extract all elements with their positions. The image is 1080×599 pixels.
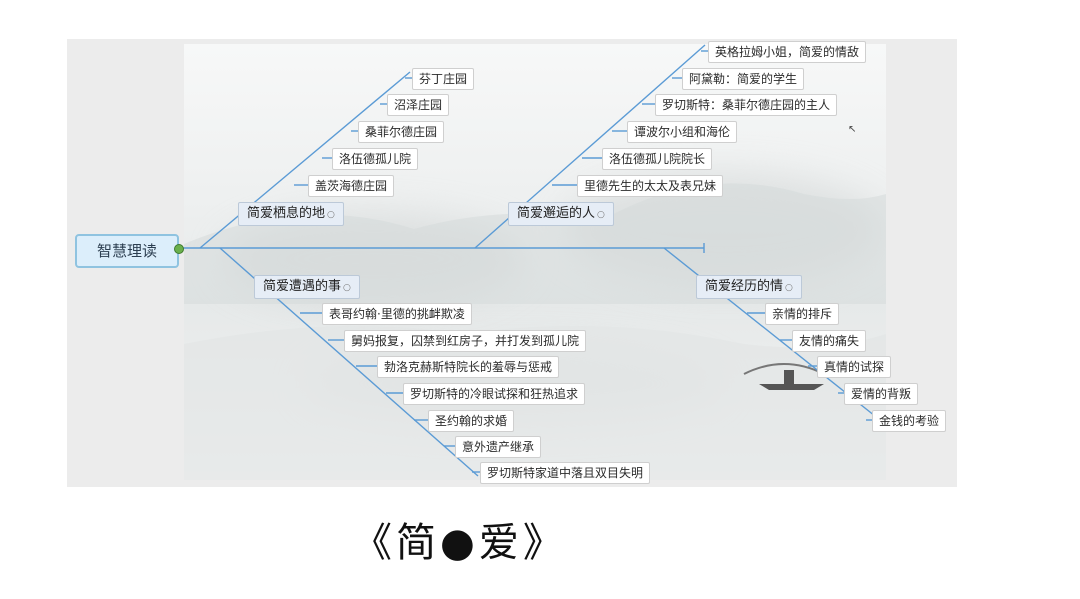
list-item[interactable]: 罗切斯特家道中落且双目失明 [480, 462, 651, 484]
list-item[interactable]: 亲情的排斥 [765, 303, 840, 325]
list-item[interactable]: 罗切斯特：桑菲尔德庄园的主人 [655, 94, 838, 116]
branch-label: 简爱栖息的地 [247, 206, 326, 221]
branch-feelings[interactable]: 简爱经历的情○ [696, 275, 802, 299]
list-item[interactable]: 里德先生的太太及表兄妹 [577, 175, 724, 197]
list-item[interactable]: 沼泽庄园 [387, 94, 450, 116]
collapse-toggle[interactable] [174, 244, 184, 254]
list-item[interactable]: 勃洛克赫斯特院长的羞辱与惩戒 [377, 356, 560, 378]
list-item[interactable]: 英格拉姆小姐，简爱的情敌 [708, 41, 867, 63]
list-item[interactable]: 盖茨海德庄园 [308, 175, 395, 197]
list-item[interactable]: 罗切斯特的冷眼试探和狂热追求 [403, 383, 586, 405]
branch-label: 简爱经历的情 [705, 279, 784, 294]
branch-people[interactable]: 简爱邂逅的人○ [508, 202, 614, 226]
list-item[interactable]: 桑菲尔德庄园 [358, 121, 445, 143]
expand-dot-icon[interactable]: ○ [343, 283, 351, 293]
list-item[interactable]: 谭波尔小组和海伦 [627, 121, 738, 143]
expand-dot-icon[interactable]: ○ [327, 210, 335, 220]
branch-events[interactable]: 简爱遭遇的事○ [254, 275, 360, 299]
mouse-cursor-icon: ↖ [848, 124, 857, 135]
list-item[interactable]: 洛伍德孤儿院 [332, 148, 419, 170]
branch-label: 简爱遭遇的事 [263, 279, 342, 294]
list-item[interactable]: 友情的痛失 [792, 330, 867, 352]
list-item[interactable]: 爱情的背叛 [844, 383, 919, 405]
branch-label: 简爱邂逅的人 [517, 206, 596, 221]
list-item[interactable]: 金钱的考验 [872, 410, 947, 432]
root-node[interactable]: 智慧理读 [75, 234, 179, 268]
list-item[interactable]: 芬丁庄园 [412, 68, 475, 90]
expand-dot-icon[interactable]: ○ [597, 210, 605, 220]
page-title: 《简●爱》 [352, 520, 567, 566]
list-item[interactable]: 圣约翰的求婚 [428, 410, 515, 432]
list-item[interactable]: 表哥约翰·里德的挑衅欺凌 [322, 303, 472, 325]
list-item[interactable]: 真情的试探 [817, 356, 892, 378]
list-item[interactable]: 意外遗产继承 [455, 436, 542, 458]
branch-place[interactable]: 简爱栖息的地○ [238, 202, 344, 226]
expand-dot-icon[interactable]: ○ [785, 283, 793, 293]
list-item[interactable]: 舅妈报复，囚禁到红房子，并打发到孤儿院 [344, 330, 587, 352]
list-item[interactable]: 阿黛勒：简爱的学生 [682, 68, 805, 90]
list-item[interactable]: 洛伍德孤儿院院长 [602, 148, 713, 170]
